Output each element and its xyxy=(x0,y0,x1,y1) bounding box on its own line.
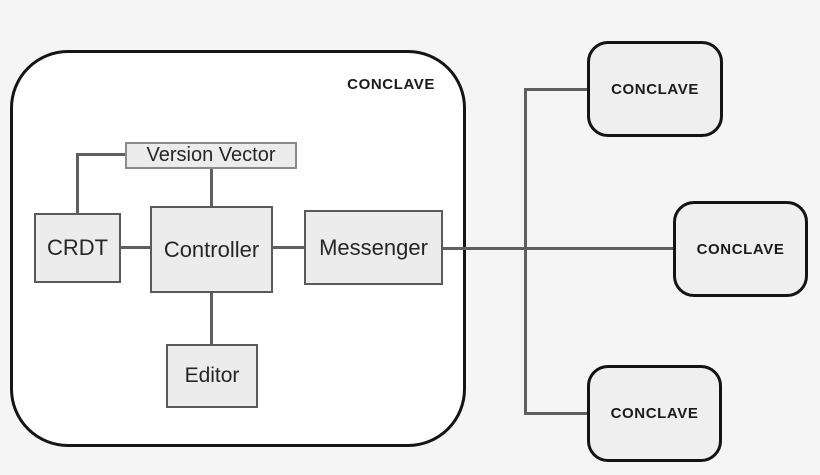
edge-controller-messenger xyxy=(271,246,306,249)
external-node-conclave-bottom: CONCLAVE xyxy=(587,365,722,462)
node-editor-label: Editor xyxy=(184,364,240,387)
edge-version-vector-controller xyxy=(210,167,213,208)
node-crdt: CRDT xyxy=(34,213,121,283)
edge-trunk-vertical xyxy=(524,88,527,415)
node-version-vector-label: Version Vector xyxy=(146,144,276,166)
edge-version-vector-crdt-horizontal xyxy=(76,153,126,156)
conclave-container-label: CONCLAVE xyxy=(347,76,435,93)
edge-version-vector-crdt-vertical xyxy=(76,153,79,215)
edge-messenger-external-middle xyxy=(441,247,675,250)
external-node-conclave-middle: CONCLAVE xyxy=(673,201,808,297)
external-node-conclave-middle-label: CONCLAVE xyxy=(696,240,785,258)
node-controller-label: Controller xyxy=(163,236,260,262)
node-messenger: Messenger xyxy=(304,210,443,285)
external-node-conclave-top: CONCLAVE xyxy=(587,41,723,137)
edge-branch-external-top xyxy=(524,88,589,91)
node-crdt-label: CRDT xyxy=(46,235,109,260)
node-editor: Editor xyxy=(166,344,258,408)
external-node-conclave-bottom-label: CONCLAVE xyxy=(610,405,699,422)
node-controller: Controller xyxy=(150,206,273,293)
edge-controller-editor xyxy=(210,291,213,346)
edge-branch-external-bottom xyxy=(524,412,589,415)
external-node-conclave-top-label: CONCLAVE xyxy=(611,80,699,98)
edge-crdt-controller xyxy=(119,246,152,249)
node-version-vector: Version Vector xyxy=(125,142,297,169)
node-messenger-label: Messenger xyxy=(319,234,428,260)
